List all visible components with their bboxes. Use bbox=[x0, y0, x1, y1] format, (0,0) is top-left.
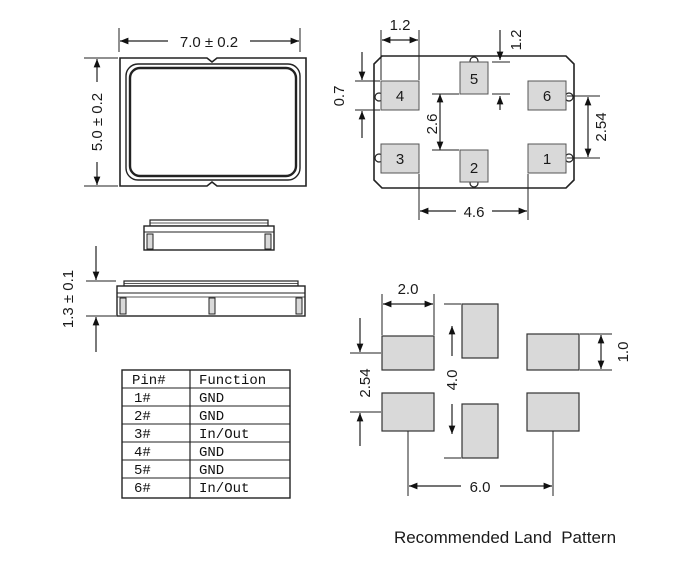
land-height-label: 1.0 bbox=[615, 342, 632, 363]
table-cell: 1# bbox=[134, 391, 151, 407]
pad-5 bbox=[459, 61, 489, 95]
land-pad bbox=[461, 403, 499, 459]
pad-span-label: 4.6 bbox=[464, 204, 485, 221]
land-pad bbox=[526, 392, 580, 432]
table-cell: 6# bbox=[134, 481, 151, 497]
side-view: 1.3 ± 0.1 bbox=[60, 219, 306, 352]
top-width-label: 7.0 ± 0.2 bbox=[180, 34, 238, 51]
pad-2 bbox=[459, 149, 489, 183]
table-header-pin: Pin# bbox=[132, 373, 166, 389]
bottom-view: 4 3 6 1 5 2 1.2 1.2 0.7 2.6 2.54 bbox=[331, 17, 610, 221]
land-pattern-caption: Recommended Land Pattern bbox=[394, 528, 616, 547]
pad-3-label: 3 bbox=[396, 151, 404, 168]
pad-5-label: 5 bbox=[470, 71, 478, 88]
pad-pitch-label: 2.54 bbox=[593, 112, 610, 141]
pad-4-label: 4 bbox=[396, 88, 404, 105]
table-cell: 5# bbox=[134, 463, 151, 479]
land-pad bbox=[461, 303, 499, 359]
table-cell: In/Out bbox=[199, 427, 249, 443]
table-cell: 2# bbox=[134, 409, 151, 425]
table-cell: 4# bbox=[134, 445, 151, 461]
pad-6 bbox=[527, 80, 567, 111]
pad-4 bbox=[380, 80, 420, 111]
land-pad bbox=[381, 335, 435, 371]
table-cell: GND bbox=[199, 463, 224, 479]
land-pattern: 2.0 1.0 4.0 2.54 6.0 Recommended Land Pa… bbox=[350, 281, 632, 547]
land-gap-label: 4.0 bbox=[444, 370, 461, 391]
land-pad bbox=[381, 392, 435, 432]
land-pitch-label: 2.54 bbox=[357, 368, 374, 397]
table-header-function: Function bbox=[199, 373, 266, 389]
pad-3 bbox=[380, 143, 420, 174]
pad-2-label: 2 bbox=[470, 160, 478, 177]
land-pad bbox=[526, 333, 580, 371]
table-cell: GND bbox=[199, 445, 224, 461]
table-cell: 3# bbox=[134, 427, 151, 443]
table-cell: In/Out bbox=[199, 481, 249, 497]
pad-6-label: 6 bbox=[543, 88, 551, 105]
pad-width-label: 1.2 bbox=[390, 17, 411, 34]
top-height-label: 5.0 ± 0.2 bbox=[89, 93, 106, 151]
pad-1-label: 1 bbox=[543, 151, 551, 168]
table-cell: GND bbox=[199, 409, 224, 425]
top-view: 7.0 ± 0.2 5.0 ± 0.2 bbox=[84, 28, 307, 187]
pad-height-top-label: 1.2 bbox=[508, 30, 525, 51]
pad-1 bbox=[527, 143, 567, 174]
land-span-label: 6.0 bbox=[470, 479, 491, 496]
pad-height-left-label: 0.7 bbox=[331, 86, 348, 107]
table-cell: GND bbox=[199, 391, 224, 407]
pin-table: Pin# Function 1# GND 2# GND 3# In/Out 4#… bbox=[121, 369, 291, 499]
thickness-label: 1.3 ± 0.1 bbox=[60, 270, 77, 328]
pad-spacing-v-label: 2.6 bbox=[424, 114, 441, 135]
land-width-label: 2.0 bbox=[398, 281, 419, 298]
